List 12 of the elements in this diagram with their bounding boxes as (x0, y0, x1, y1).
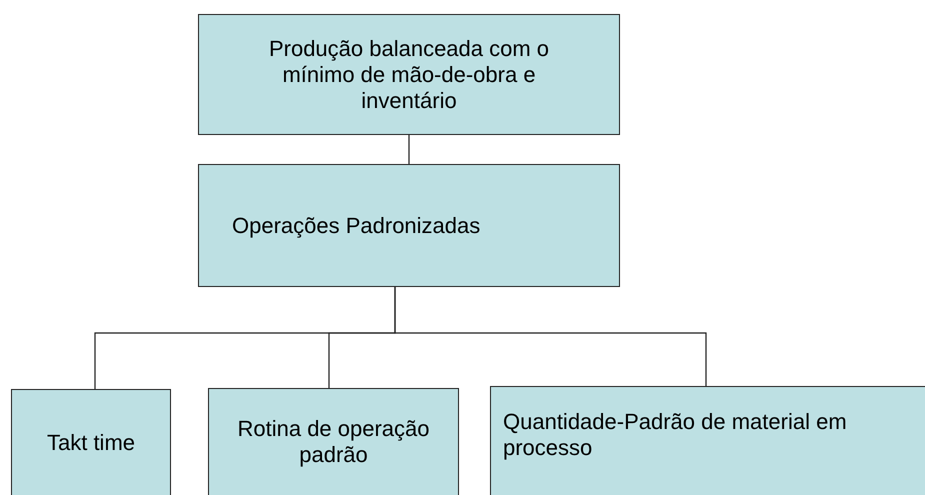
box-label: Takt time (46, 430, 136, 456)
box-label: Rotina de operação padrão (236, 416, 431, 468)
process-box (11, 389, 171, 495)
process-box (198, 14, 620, 135)
box-label: Quantidade-Padrão de material em processo (503, 409, 848, 461)
box-label: Produção balanceada com o mínimo de mão-de-obra e inventário (268, 36, 550, 114)
box-label: Operações Padronizadas (232, 212, 482, 238)
process-box (198, 164, 620, 287)
connector-line (394, 287, 707, 386)
process-box (490, 386, 925, 495)
process-box (208, 388, 459, 495)
connector-line (408, 135, 410, 164)
